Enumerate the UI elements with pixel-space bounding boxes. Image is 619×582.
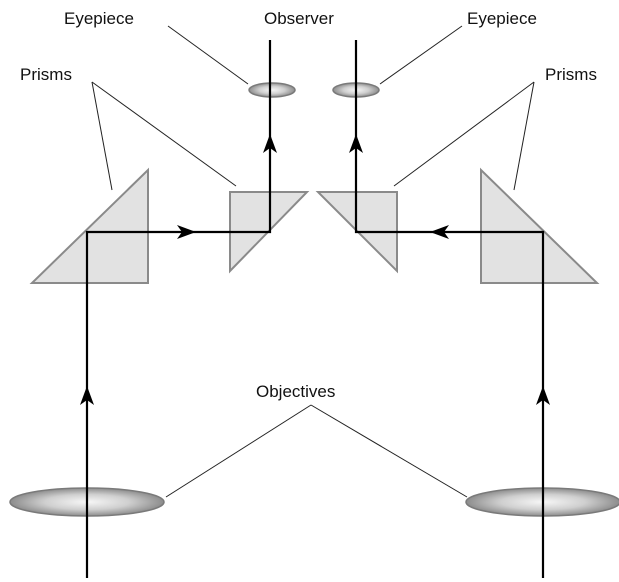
arrow-up-left-objective (80, 386, 94, 405)
label-objectives: Objectives (256, 382, 335, 401)
large-prism-left (29, 167, 149, 284)
arrow-up-right-eyepiece (349, 134, 363, 153)
arrow-right-left-path (177, 225, 196, 239)
label-eyepiece-right: Eyepiece (467, 9, 537, 28)
arrow-up-left-eyepiece (263, 134, 277, 153)
arrow-left-right-path (430, 225, 449, 239)
arrow-up-right-objective (536, 386, 550, 405)
label-prisms-left: Prisms (20, 65, 72, 84)
leader-eyepiece-right (379, 25, 463, 85)
leader-prisms-left-a (91, 81, 113, 191)
leader-prisms-right-a (513, 81, 535, 191)
leader-prisms-left-b (91, 81, 237, 187)
large-prism-right (480, 167, 600, 284)
leader-lines (91, 25, 535, 498)
eyepiece-lens-left (248, 82, 296, 98)
leader-eyepiece-left (167, 25, 249, 85)
label-observer: Observer (264, 9, 334, 28)
label-eyepiece-left: Eyepiece (64, 9, 134, 28)
leader-objectives-right (310, 404, 468, 498)
leader-prisms-right-b (393, 81, 535, 187)
label-prisms-right: Prisms (545, 65, 597, 84)
leader-objectives-left (165, 404, 312, 498)
